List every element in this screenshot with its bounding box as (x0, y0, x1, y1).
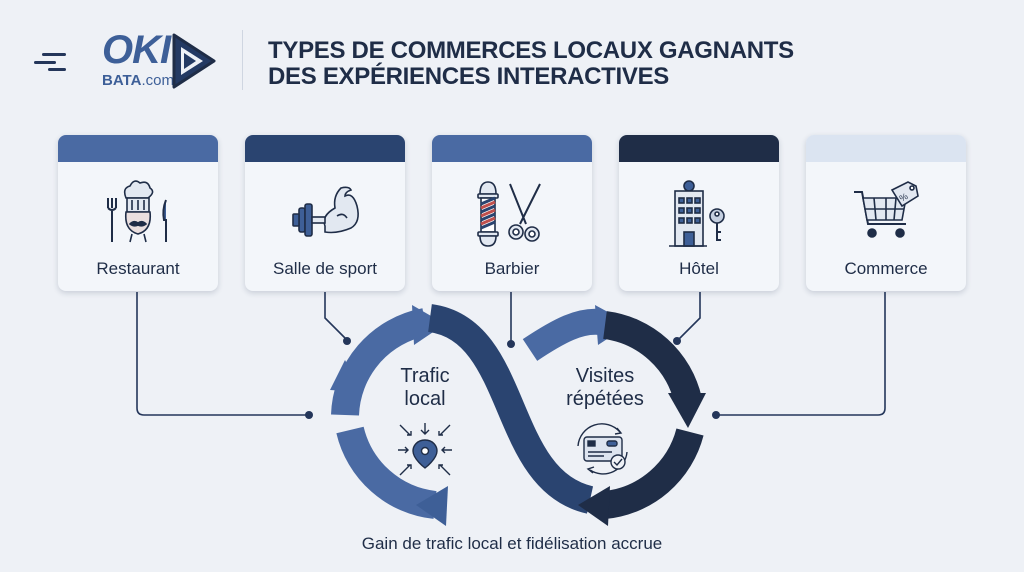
connector-commerce (716, 292, 886, 416)
card-barbier[interactable]: Barbier (432, 135, 592, 291)
speed-line (48, 68, 66, 71)
title-line-1: TYPES DE COMMERCES LOCAUX GAGNANTS (268, 37, 794, 64)
logo-subtitle: BATA.com (102, 72, 174, 89)
card-commerce[interactable]: % Commerce (806, 135, 966, 291)
header-divider (242, 30, 243, 90)
card-label: Barbier (484, 259, 540, 278)
card-header-bar (245, 135, 405, 162)
connector-hotel (677, 292, 701, 341)
cycle-left-arrows (330, 305, 448, 526)
card-header-bar (619, 135, 779, 162)
card-label: Restaurant (96, 259, 180, 278)
card-restaurant[interactable]: Restaurant (58, 135, 218, 291)
dumbbell-bicep-icon (292, 186, 359, 237)
barber-pole-scissors-icon (477, 181, 541, 247)
location-pin-arrows-icon (398, 423, 452, 476)
card-loyalty-check-icon (577, 423, 628, 475)
card-header-bar (806, 135, 966, 162)
speed-line (42, 53, 66, 56)
logo-brand: OKI (102, 28, 171, 72)
card-hotel[interactable]: Hôtel (619, 135, 779, 291)
diagram-caption: Gain de trafic local et fidélisation acc… (361, 534, 663, 553)
play-icon (172, 33, 216, 89)
card-label: Commerce (844, 259, 928, 278)
hotel-key-icon (669, 180, 725, 247)
okibata-logo: OKI BATA.com (30, 28, 220, 92)
cycle-right-arrows (578, 311, 706, 526)
card-header-bar (58, 135, 218, 162)
chef-cutlery-icon (107, 180, 167, 243)
card-salle-de-sport[interactable]: Salle de sport (245, 135, 405, 291)
page-title: TYPES DE COMMERCES LOCAUX GAGNANTS DES E… (268, 38, 794, 90)
card-header-bar (432, 135, 592, 162)
title-line-2: DES EXPÉRIENCES INTERACTIVES (268, 63, 670, 90)
connector-salle-de-sport (324, 292, 346, 339)
card-label: Salle de sport (273, 259, 377, 278)
speed-line (34, 61, 56, 64)
svg-text:%: % (898, 191, 910, 204)
connector-restaurant (136, 292, 309, 416)
card-label: Hôtel (679, 259, 719, 278)
cycle-cross-band (427, 304, 594, 514)
shopping-cart-tag-icon: % (854, 181, 919, 238)
